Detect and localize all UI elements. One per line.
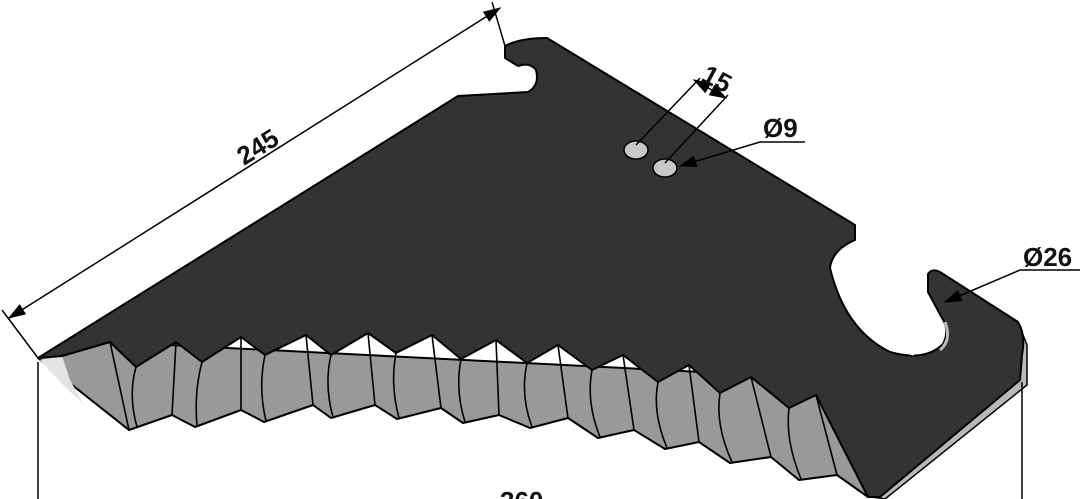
- dimension-hole-diameter-label: Ø9: [763, 113, 798, 143]
- bolt-hole-2: [652, 158, 678, 178]
- blade-tip-highlight: [40, 356, 84, 405]
- dimension-15-label: 15: [697, 59, 737, 99]
- dimension-245: [1, 1, 506, 359]
- notch-hidden-circle: [882, 289, 916, 356]
- blade-teeth: [37, 341, 881, 498]
- blade-face: [37, 37, 1025, 498]
- dimension-15: [635, 77, 729, 164]
- dimension-360-label: 360: [500, 486, 543, 499]
- dimension-notch-diameter-label: Ø26: [1023, 242, 1072, 272]
- teeth-facets: [109, 332, 838, 480]
- dimension-360: [37, 362, 1023, 499]
- dimension-245-label: 245: [231, 123, 284, 171]
- bolt-hole-1: [623, 140, 649, 160]
- dimension-notch-diameter: [943, 269, 1080, 303]
- dimension-hole-diameter: [678, 141, 805, 168]
- hook-inner-edge: [938, 321, 950, 352]
